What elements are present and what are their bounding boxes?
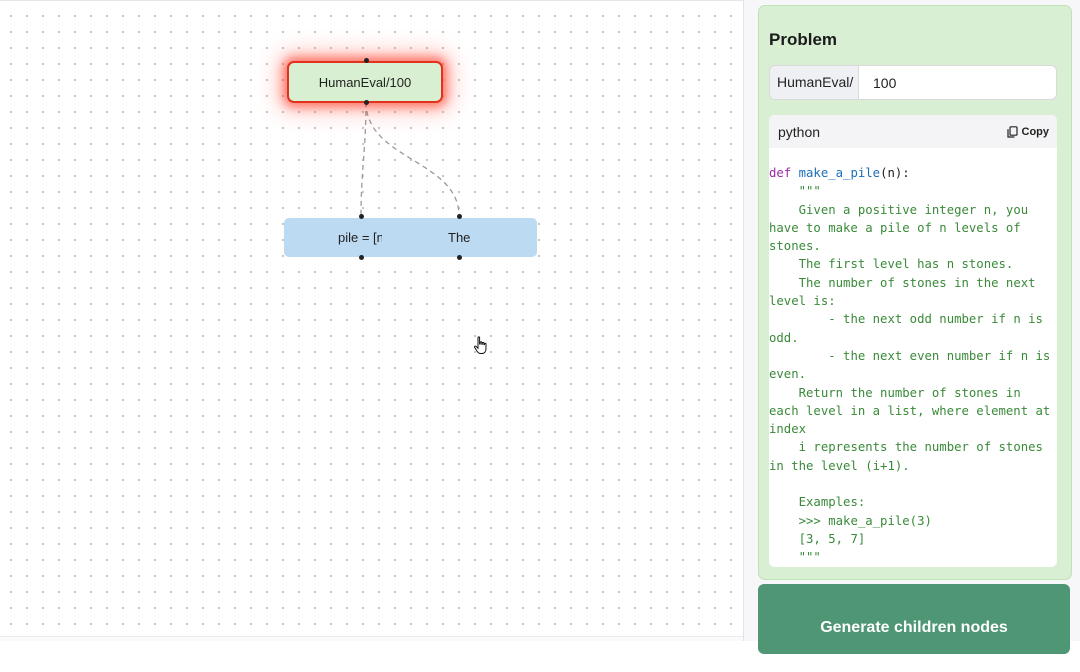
root-node-top-handle[interactable] xyxy=(364,58,369,63)
edge-root-to-child-right xyxy=(365,101,460,217)
edge-root-to-child-left xyxy=(360,101,367,217)
code-header: python Copy xyxy=(769,115,1057,148)
problem-panel: Problem HumanEval/ python Copy def make_… xyxy=(743,0,1080,654)
child-node-code-segment: pile = [n xyxy=(338,230,382,245)
code-block: python Copy def make_a_pile(n): """ Give… xyxy=(769,115,1057,567)
hand-pointer-cursor-icon xyxy=(474,336,487,354)
code-text: def make_a_pile(n): """ Given a positive… xyxy=(769,148,1057,567)
problem-id-input[interactable] xyxy=(859,66,1056,99)
child-node-text-segment: The xyxy=(448,230,471,245)
generate-children-button[interactable]: Generate children nodes xyxy=(758,584,1070,654)
problem-id-field: HumanEval/ xyxy=(769,65,1057,100)
canvas-bottom-edge xyxy=(0,636,743,641)
child-node-top-handle-left[interactable] xyxy=(359,214,364,219)
graph-canvas[interactable]: HumanEval/100 pile = [n The xyxy=(0,0,743,641)
root-node[interactable]: HumanEval/100 xyxy=(287,61,443,103)
code-language-label: python xyxy=(778,123,821,140)
canvas-top-border xyxy=(0,0,743,1)
code-keyword: def xyxy=(769,166,792,180)
root-node-bottom-handle[interactable] xyxy=(364,100,369,105)
child-node[interactable]: pile = [n The xyxy=(284,218,537,257)
root-node-label: HumanEval/100 xyxy=(318,74,412,90)
code-body: def make_a_pile(n): """ Given a positive… xyxy=(769,148,1057,567)
code-signature: (n): xyxy=(880,166,910,180)
child-node-bottom-handle-left[interactable] xyxy=(359,255,364,260)
problem-card: Problem HumanEval/ python Copy def make_… xyxy=(758,5,1072,580)
problem-id-prefix: HumanEval/ xyxy=(770,66,859,99)
code-docstring: """ Given a positive integer n, you have… xyxy=(769,184,1051,565)
copy-icon xyxy=(1006,125,1018,138)
copy-button-label: Copy xyxy=(1021,125,1050,138)
graph-edges xyxy=(360,101,460,217)
problem-title: Problem xyxy=(769,30,838,49)
copy-button[interactable]: Copy xyxy=(1006,125,1050,138)
child-node-bottom-handle-right[interactable] xyxy=(457,255,462,260)
child-node-top-handle-right[interactable] xyxy=(457,214,462,219)
code-function-name: make_a_pile xyxy=(798,166,881,180)
